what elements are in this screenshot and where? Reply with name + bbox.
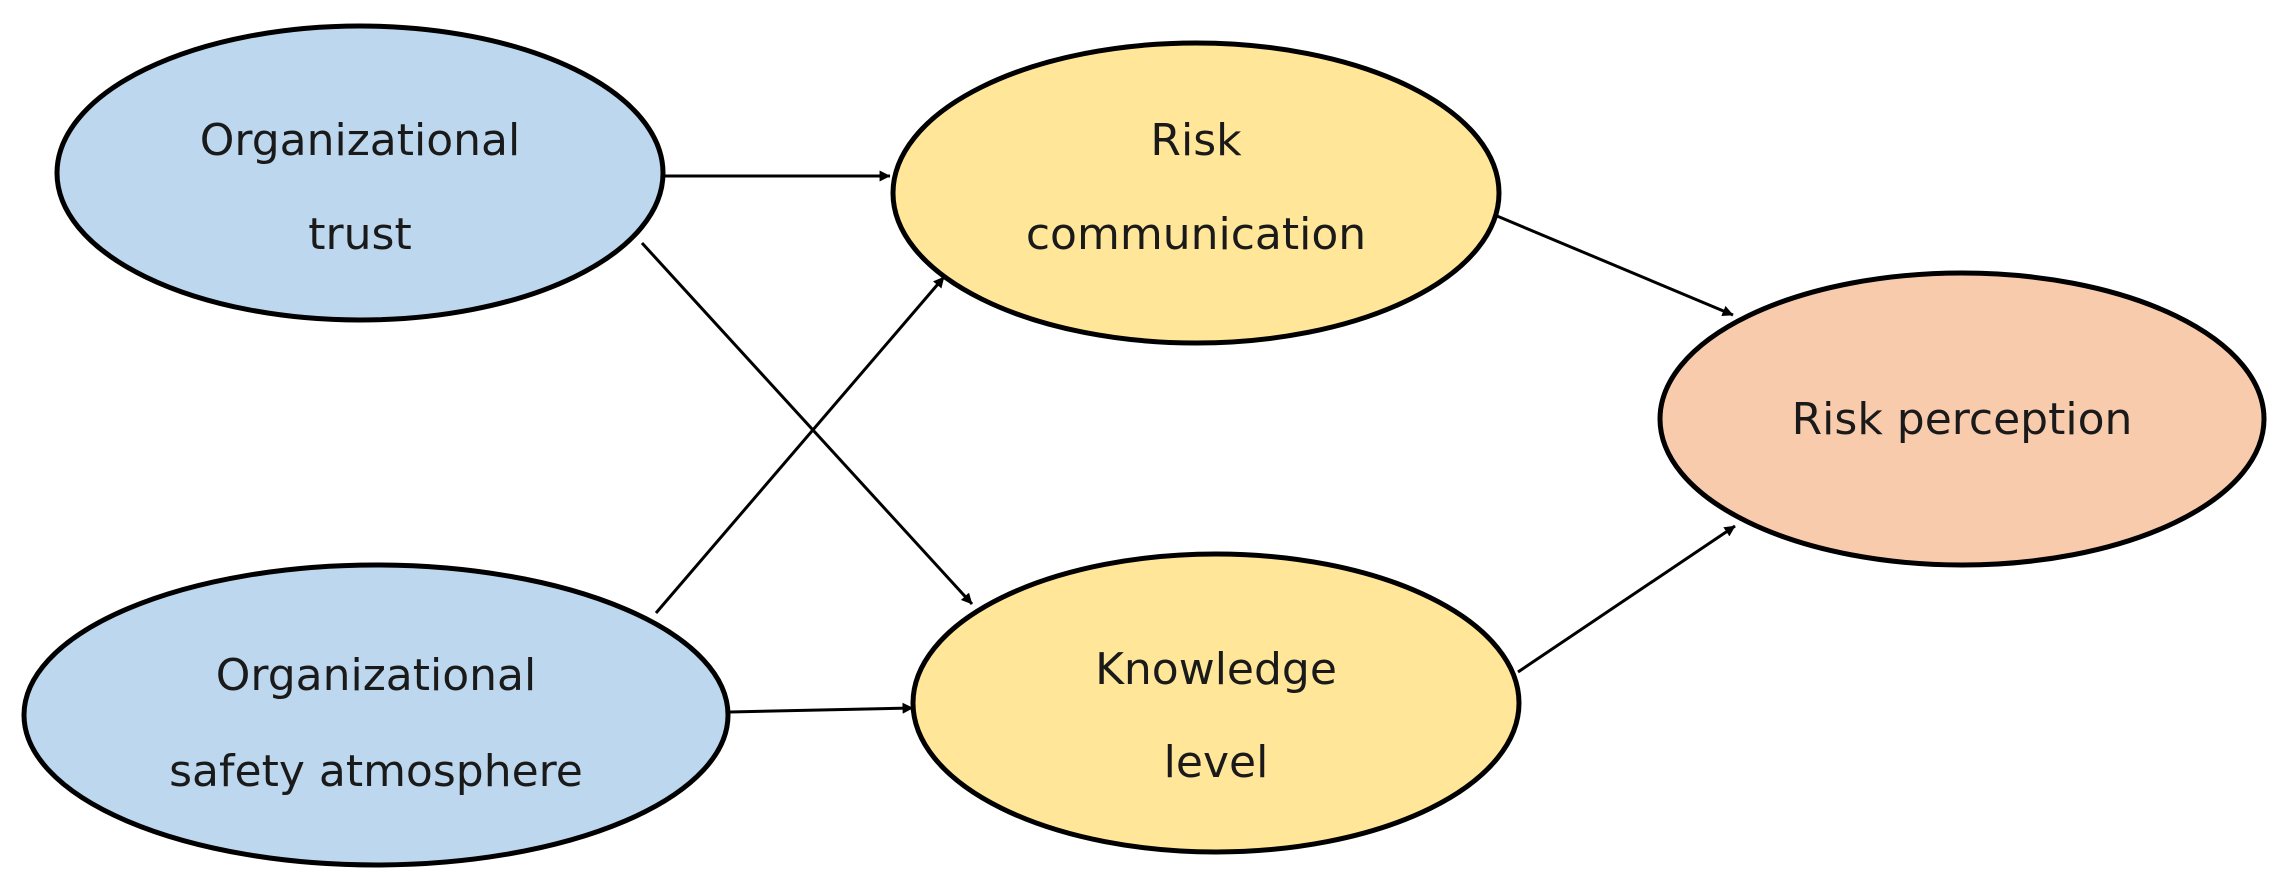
- arrow-knowledge-level-to-risk-perception: [1517, 524, 1736, 674]
- node-label-line: level: [1164, 737, 1269, 788]
- node-knowledge-level: Knowledge level: [910, 551, 1522, 855]
- arrow-trust-to-knowledge-level: [640, 241, 974, 606]
- node-label-line: communication: [1026, 209, 1366, 260]
- node-label-line: Organizational: [216, 650, 536, 701]
- node-label-line: Organizational: [200, 115, 520, 166]
- node-risk-perception: Risk perception: [1657, 270, 2267, 568]
- arrow-safety-atmosphere-to-risk-communication: [654, 276, 946, 614]
- node-organizational-safety-atmosphere: Organizational safety atmosphere: [21, 562, 731, 868]
- node-label-line: trust: [308, 209, 411, 260]
- arrow-risk-communication-to-risk-perception: [1496, 214, 1734, 317]
- edges: [640, 170, 1736, 714]
- node-label-line: safety atmosphere: [169, 746, 583, 797]
- node-organizational-trust: Organizational trust: [54, 23, 666, 323]
- node-ellipse: [890, 40, 1502, 346]
- node-label-line: Risk perception: [1792, 394, 2133, 445]
- arrow-safety-atmosphere-to-knowledge-level: [729, 702, 914, 714]
- node-ellipse: [910, 551, 1522, 855]
- node-label-line: Risk: [1150, 115, 1242, 166]
- node-risk-communication: Risk communication: [890, 40, 1502, 346]
- node-ellipse: [21, 562, 731, 868]
- node-ellipse: [54, 23, 666, 323]
- node-ellipse: [1657, 270, 2267, 568]
- node-label-line: Knowledge: [1095, 644, 1337, 695]
